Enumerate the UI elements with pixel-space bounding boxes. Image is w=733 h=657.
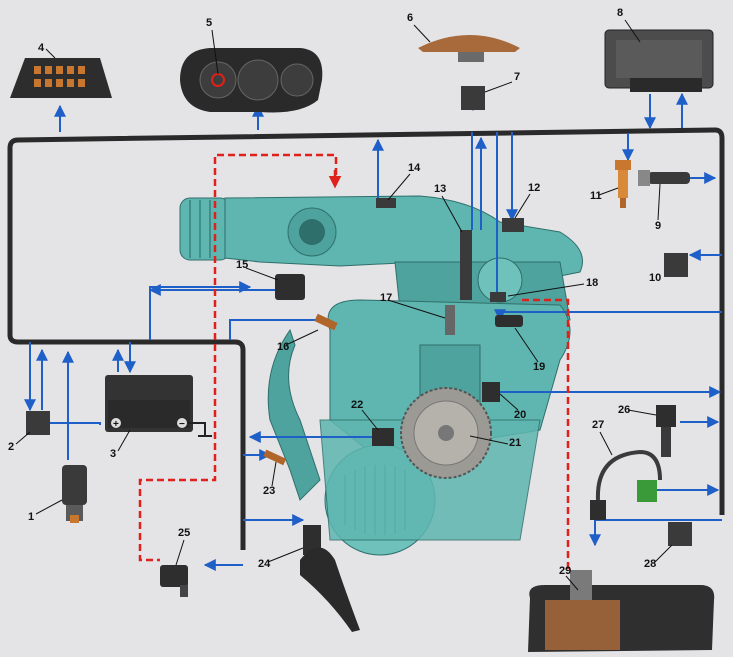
callout-19: 19 [533, 361, 545, 373]
fan-relay [664, 253, 688, 277]
callout-15: 15 [236, 259, 248, 271]
knock-sensor [495, 315, 523, 327]
callout-labels: 1 2 3 4 5 6 7 8 9 10 11 12 13 14 15 16 1… [8, 7, 661, 577]
callout-9: 9 [655, 220, 661, 232]
callout-13: 13 [434, 183, 446, 195]
callout-7: 7 [514, 71, 520, 83]
leader-lines [15, 19, 673, 591]
callout-20: 20 [514, 409, 526, 421]
canister-purge-valve [160, 565, 188, 597]
engine-assembly [179, 195, 583, 556]
callout-22: 22 [351, 399, 363, 411]
pump-relay [668, 522, 692, 546]
callout-16: 16 [277, 341, 289, 353]
engine-control-unit [604, 29, 714, 92]
instrument-cluster [180, 48, 323, 113]
intake-air-temp-sensor [376, 198, 396, 208]
idle-air-control [502, 218, 524, 232]
main-harness [7, 127, 725, 550]
callout-26: 26 [618, 404, 630, 416]
battery-plus-label: + [113, 419, 119, 430]
callout-29: 29 [559, 565, 571, 577]
callout-27: 27 [592, 419, 604, 431]
main-relay [26, 411, 50, 435]
callout-5: 5 [206, 17, 212, 29]
callout-23: 23 [263, 485, 275, 497]
callout-18: 18 [586, 277, 598, 289]
throttle-position-sensor [275, 274, 305, 300]
callout-1: 1 [28, 511, 34, 523]
oxygen-sensor-downstream [263, 449, 287, 466]
callout-10: 10 [649, 272, 661, 284]
callout-24: 24 [258, 558, 271, 570]
callout-17: 17 [380, 292, 392, 304]
evap-lines [138, 153, 570, 570]
callout-21: 21 [509, 437, 521, 449]
fuel-pump-module [418, 35, 520, 62]
fuel-pump-relay [461, 86, 485, 110]
ignition-coil [62, 465, 87, 523]
callout-11: 11 [590, 190, 602, 202]
callout-6: 6 [407, 12, 413, 24]
adsorber-canister [528, 570, 715, 652]
fuel-injector [460, 230, 472, 300]
callout-4: 4 [38, 42, 45, 54]
callout-12: 12 [528, 182, 540, 194]
callout-3: 3 [110, 448, 116, 460]
callout-8: 8 [617, 7, 623, 19]
ignition-lead-sensor [590, 449, 662, 520]
accelerator-pedal [300, 525, 360, 632]
diagnostic-connector [10, 58, 112, 98]
temp-gauge-sensor [615, 160, 631, 208]
vehicle-speed-sensor [656, 405, 676, 457]
speed-sensor [372, 428, 394, 446]
camshaft-sensor [490, 292, 506, 302]
callout-25: 25 [178, 527, 190, 539]
coolant-temp-sensor [638, 170, 690, 186]
crank-position-sensor [482, 382, 500, 402]
callout-28: 28 [644, 558, 656, 570]
battery: + − [105, 375, 212, 437]
callout-14: 14 [408, 162, 421, 174]
callout-2: 2 [8, 441, 14, 453]
battery-minus-label: − [179, 419, 185, 430]
spark-plug [445, 305, 455, 335]
oxygen-sensor-upstream [314, 313, 338, 331]
